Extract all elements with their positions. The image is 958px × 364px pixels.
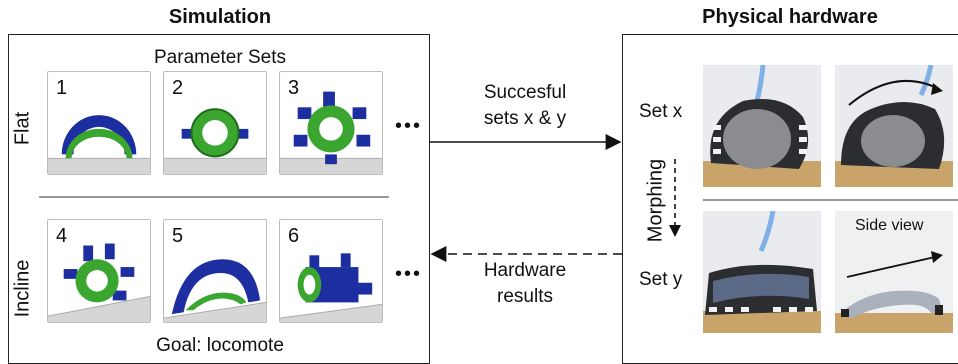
hardware-panel: Set x Set y Morphing — [622, 34, 958, 364]
photo-set-x-rolling — [835, 65, 953, 187]
param-set-6: 6 — [279, 219, 383, 323]
set-number: 2 — [172, 77, 184, 99]
photo-set-x-front — [703, 65, 821, 187]
set-number: 5 — [172, 225, 184, 247]
set-number: 1 — [56, 77, 68, 99]
set-x-label: Set x — [639, 101, 683, 122]
forward-label-line2: sets x & y — [483, 108, 567, 129]
set-number: 3 — [288, 77, 300, 99]
param-set-4: 4 — [47, 219, 151, 323]
set-number: 6 — [288, 225, 300, 247]
more-sets-ellipsis-flat: ••• — [395, 115, 423, 137]
set-number: 4 — [56, 225, 68, 247]
forward-arrow-label: Succesful sets x & y — [430, 80, 620, 132]
simulation-panel: Parameter Sets Flat Incline 1 2 — [8, 34, 430, 364]
param-set-1: 1 — [47, 71, 151, 175]
back-label-line2: results — [497, 286, 553, 307]
param-set-5: 5 — [163, 219, 267, 323]
parameter-sets-title: Parameter Sets — [154, 47, 286, 68]
photo-set-y-side — [835, 211, 953, 333]
row-label-incline: Incline — [11, 259, 34, 318]
more-sets-ellipsis-incline: ••• — [395, 263, 423, 285]
photo-set-y-front — [703, 211, 821, 333]
side-view-label: Side view — [855, 217, 924, 234]
morphing-label: Morphing — [644, 158, 667, 243]
back-arrow-label: Hardware results — [430, 258, 620, 310]
row-label-flat: Flat — [11, 111, 34, 146]
forward-label-line1: Succesful — [483, 82, 567, 103]
param-set-2: 2 — [163, 71, 267, 175]
goal-label: Goal: locomote — [156, 335, 284, 356]
simulation-heading: Simulation — [168, 6, 272, 28]
hardware-heading: Physical hardware — [702, 6, 878, 28]
transfer-arrows — [430, 134, 622, 262]
set-y-label: Set y — [639, 269, 683, 290]
hardware-divider — [703, 199, 958, 201]
row-divider — [39, 196, 389, 198]
morphing-arrow — [669, 159, 681, 237]
back-label-line1: Hardware — [483, 260, 567, 281]
param-set-3: 3 — [279, 71, 383, 175]
